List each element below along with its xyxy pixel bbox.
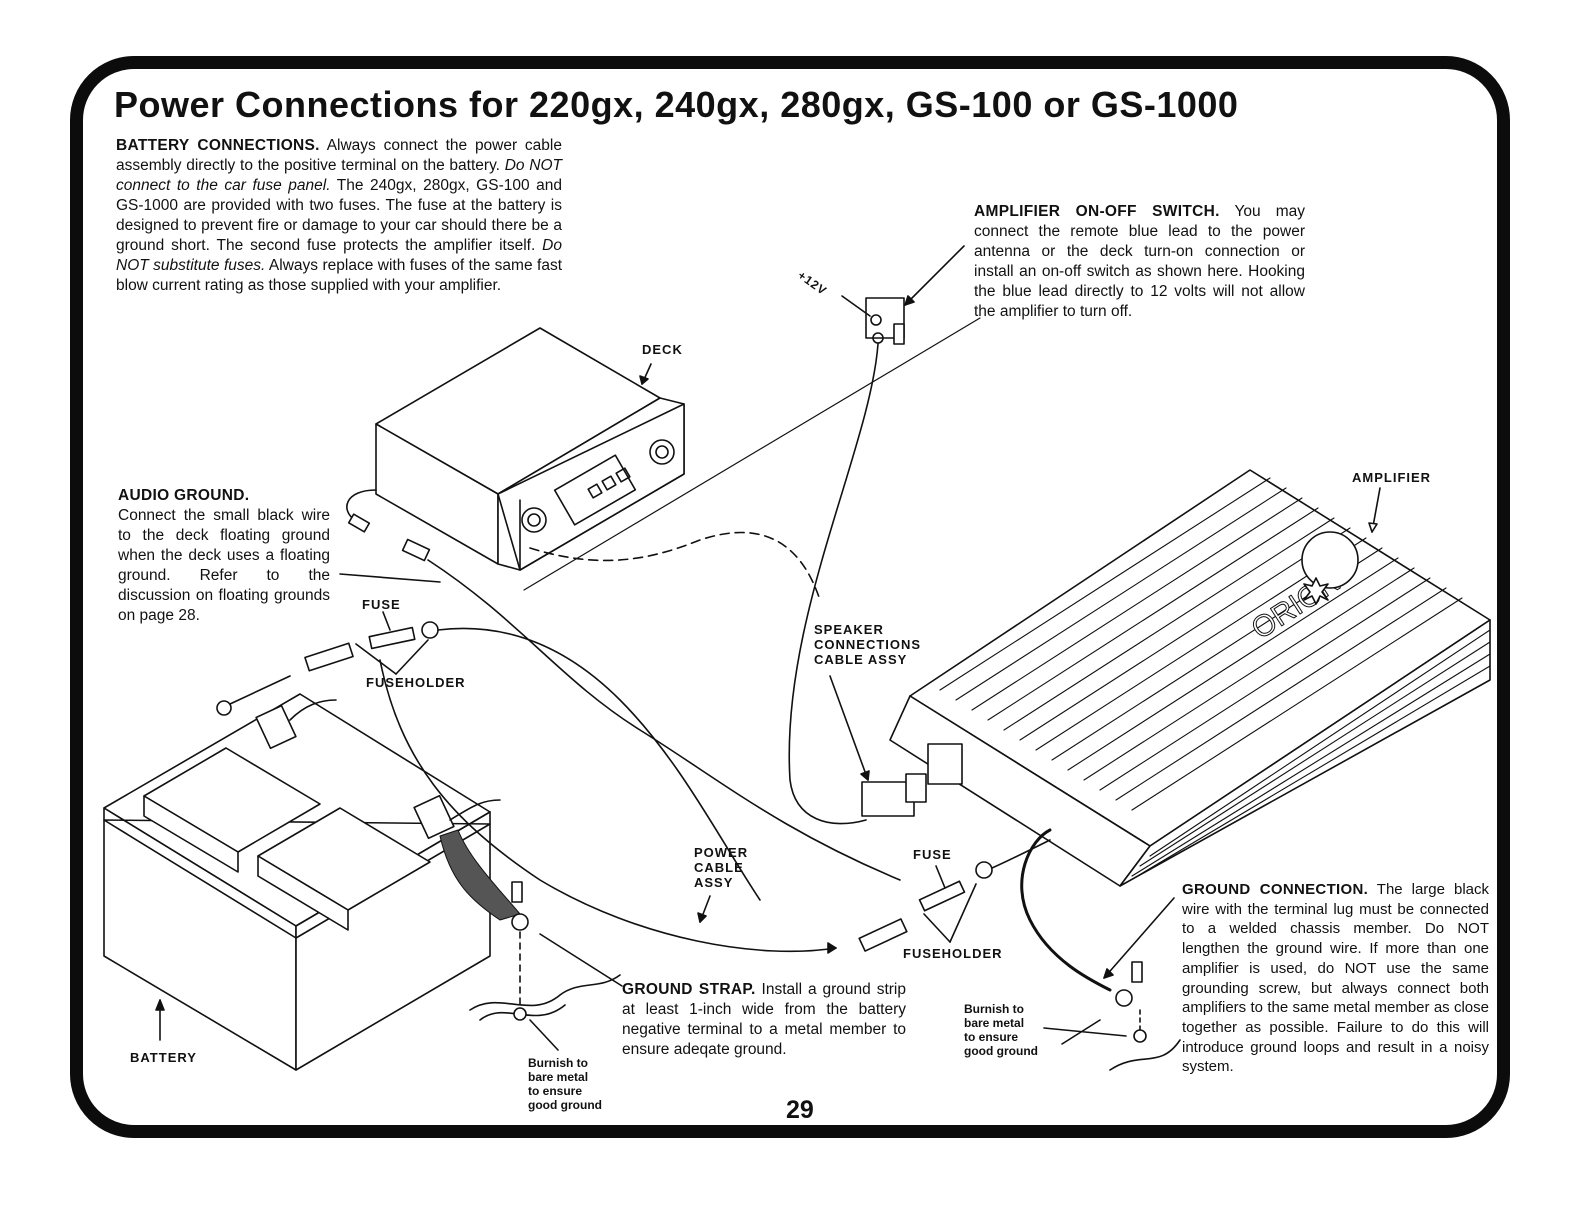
audio-ground-body: Connect the small black wire to the deck… <box>118 507 330 624</box>
speaker-cable-line-3: CABLE ASSY <box>814 652 908 667</box>
battery-connections-italic-2: Do NOT substitute fuses. <box>116 237 562 274</box>
ground-strap-text: GROUND STRAP. Install a ground strip at … <box>622 980 906 1060</box>
power-cable-line-1: POWER <box>694 845 749 860</box>
page-title: Power Connections for 220gx, 240gx, 280g… <box>114 84 1239 125</box>
ground-strap-heading: GROUND STRAP. <box>622 981 756 998</box>
amplifier-label: AMPLIFIER <box>1352 470 1432 485</box>
ground-strap-body: Install a ground strip at least 1-inch w… <box>622 981 906 1058</box>
speaker-cable-line-1: SPEAKER <box>814 622 884 637</box>
ground-connection-heading: GROUND CONNECTION. <box>1182 881 1369 898</box>
fuse-top-label: FUSE <box>362 597 401 612</box>
ground-connection-text: GROUND CONNECTION. The large black wire … <box>1182 880 1489 1077</box>
amplifier-switch-body: You may connect the remote blue lead to … <box>974 203 1305 320</box>
switch-illustration <box>841 245 965 345</box>
battery-connections-body-3: Always replace with fuses of the same fa… <box>116 257 563 294</box>
amplifier-switch-text: AMPLIFIER ON-OFF SWITCH. You may connect… <box>974 202 1305 322</box>
fuseholder-bottom-label: FUSEHOLDER <box>903 946 1003 961</box>
battery-connections-text: BATTERY CONNECTIONS. Always connect the … <box>116 136 562 296</box>
power-cable-line-3: ASSY <box>694 875 734 890</box>
ground-connection-body: The large black wire with the terminal l… <box>1182 881 1489 1076</box>
speaker-cable-label: SPEAKER CONNECTIONS CABLE ASSY <box>814 622 921 667</box>
fuse-bottom-label: FUSE <box>913 847 952 862</box>
battery-connections-body-2: The 240gx, 280gx, GS-100 and GS-1000 are… <box>116 177 562 254</box>
power-cable-line-2: CABLE <box>694 860 744 875</box>
audio-ground-text: AUDIO GROUND. Connect the small black wi… <box>118 486 330 626</box>
battery-connections-heading: BATTERY CONNECTIONS. <box>116 137 320 154</box>
speaker-cable-line-2: CONNECTIONS <box>814 637 922 652</box>
fuseholder-top-label: FUSEHOLDER <box>366 675 466 690</box>
burnish-left-label: Burnish to bare metal to ensure good gro… <box>528 1056 602 1112</box>
battery-connections-italic-1: Do NOT connect to the car fuse panel. <box>116 157 562 194</box>
burnish-right-line-2: bare metal <box>964 1016 1025 1030</box>
battery-illustration <box>103 675 501 1071</box>
page-number: 29 <box>786 1096 814 1124</box>
deck-illustration <box>375 327 685 571</box>
power-cable-label: POWER CABLE ASSY <box>694 845 748 890</box>
burnish-left-line-2: bare metal <box>528 1070 589 1084</box>
burnish-left-line-4: good ground <box>528 1098 602 1112</box>
battery-connections-body-1: Always connect the power cable assembly … <box>116 137 562 174</box>
burnish-left-line-1: Burnish to <box>528 1056 588 1070</box>
audio-ground-heading: AUDIO GROUND. <box>118 487 250 504</box>
amplifier-switch-heading: AMPLIFIER ON-OFF SWITCH. <box>974 203 1220 220</box>
burnish-right-line-1: Burnish to <box>964 1002 1024 1016</box>
amplifier-illustration: ORION <box>889 469 1491 887</box>
deck-label: DECK <box>642 342 683 357</box>
burnish-right-line-3: to ensure <box>964 1030 1019 1044</box>
burnish-right-label: Burnish to bare metal to ensure good gro… <box>964 1002 1038 1058</box>
burnish-left-line-3: to ensure <box>528 1084 583 1098</box>
battery-label: BATTERY <box>130 1050 197 1065</box>
burnish-right-line-4: good ground <box>964 1044 1038 1058</box>
